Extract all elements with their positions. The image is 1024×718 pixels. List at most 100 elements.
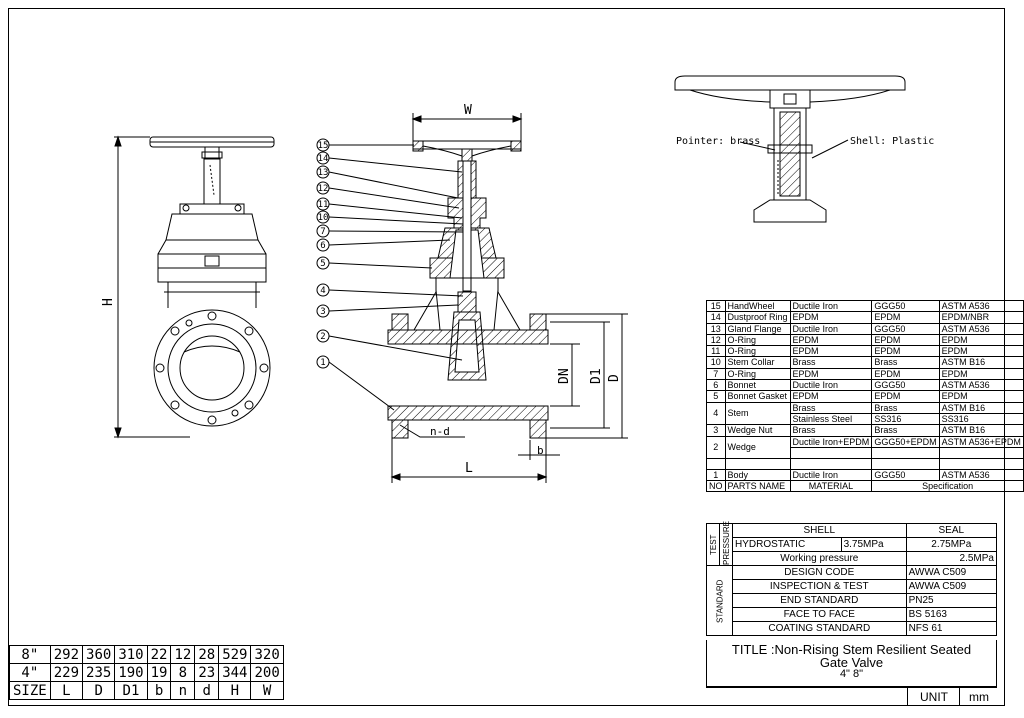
svg-text:12: 12 — [318, 184, 329, 194]
parts-cell: Specification — [871, 480, 1024, 493]
parts-cell: EPDM — [938, 333, 1024, 347]
parts-cell: Bonnet Gasket — [724, 390, 791, 403]
parts-cell: Ductile Iron — [789, 379, 873, 392]
dimension-cell: 23 — [194, 663, 220, 682]
parts-cell: Ductile Iron — [789, 468, 873, 482]
dimension-cell: 4" — [9, 663, 51, 682]
dimension-cell: 310 — [114, 645, 148, 664]
b-label: b — [537, 444, 544, 457]
parts-cell: ASTM A536 — [938, 299, 1024, 313]
parts-cell: 12 — [706, 333, 726, 347]
parts-cell: Brass — [871, 356, 940, 369]
parts-cell: Stainless Steel — [789, 412, 873, 426]
parts-cell: EPDM — [871, 390, 940, 403]
svg-text:10: 10 — [318, 213, 329, 223]
svg-text:13: 13 — [318, 168, 329, 178]
parts-cell: ASTM B16 — [938, 401, 1024, 414]
dimension-cell: 200 — [250, 663, 284, 682]
parts-cell: ASTM A536 — [938, 322, 1024, 335]
svg-text:6: 6 — [320, 241, 325, 251]
dimension-header-cell: b — [146, 681, 172, 700]
dimension-header-cell: n — [170, 681, 196, 700]
shell-label: Shell: Plastic — [850, 136, 934, 147]
std-value: AWWA C509 — [905, 579, 998, 594]
parts-cell: EPDM — [871, 311, 940, 324]
parts-cell: EPDM — [938, 390, 1024, 403]
parts-cell: O-Ring — [724, 333, 791, 347]
parts-cell: Brass — [789, 356, 873, 369]
parts-cell: 5 — [706, 390, 726, 403]
svg-text:2: 2 — [320, 332, 325, 342]
parts-cell: 15 — [706, 299, 726, 313]
svg-text:14: 14 — [318, 154, 329, 164]
front-bonnet — [165, 213, 259, 241]
parts-cell: Ductile Iron — [789, 299, 873, 313]
working-value: 2.5MPa — [905, 551, 998, 566]
std-value: BS 5163 — [905, 607, 998, 622]
parts-cell: Brass — [789, 401, 873, 414]
dimension-header-cell: SIZE — [9, 681, 51, 700]
detail-view — [674, 75, 906, 223]
dimension-cell: 19 — [146, 663, 172, 682]
w-label: W — [464, 103, 472, 118]
dimension-cell: 344 — [218, 663, 252, 682]
hydrostatic-shell: 3.75MPa — [840, 537, 907, 552]
parts-cell: ASTM B16 — [938, 356, 1024, 369]
dimension-cell: 320 — [250, 645, 284, 664]
section-view — [316, 113, 628, 483]
pointer-label: Pointer: brass — [676, 136, 760, 147]
section-handwheel — [412, 140, 522, 150]
parts-cell: 10 — [706, 356, 726, 369]
parts-cell: SS316 — [871, 412, 940, 426]
front-bolt-holes — [155, 311, 269, 425]
parts-cell: EPDM/NBR — [938, 311, 1024, 324]
dimension-cell: 190 — [114, 663, 148, 682]
parts-cell: Brass — [871, 424, 940, 437]
parts-cell: EPDM — [871, 367, 940, 381]
shell-header: SHELL — [732, 523, 907, 538]
title-block: TITLE :Non-Rising Stem Resilient Seated … — [706, 640, 997, 687]
dimension-cell: 8" — [9, 645, 51, 664]
working-label: Working pressure — [732, 551, 907, 566]
parts-cell: GGG50+EPDM — [871, 435, 940, 448]
front-wheel-hub — [204, 146, 220, 160]
balloon-labels: 15 14 13 12 11 10 7 6 5 4 3 2 1 — [318, 141, 329, 368]
dimension-header-cell: L — [49, 681, 84, 700]
detail-base — [753, 199, 827, 223]
title-line: TITLE :Non-Rising Stem Resilient Seated — [731, 642, 972, 657]
parts-cell: Wedge Nut — [724, 424, 791, 437]
parts-cell: 13 — [706, 322, 726, 335]
parts-cell: 2 — [706, 435, 726, 459]
std-name: DESIGN CODE — [732, 565, 907, 580]
parts-cell: 6 — [706, 379, 726, 392]
parts-cell: PARTS NAME — [724, 480, 791, 493]
hydrostatic-seal: 2.75MPa — [905, 537, 998, 552]
parts-cell: 4 — [706, 401, 726, 426]
parts-cell: GGG50 — [871, 299, 940, 313]
parts-cell: ASTM B16 — [938, 424, 1024, 437]
svg-text:11: 11 — [318, 200, 329, 210]
test-label: TEST — [706, 523, 720, 566]
seal-header: SEAL — [905, 523, 998, 538]
parts-cell: EPDM — [789, 390, 873, 403]
svg-text:7: 7 — [320, 227, 325, 237]
parts-cell: GGG50 — [871, 322, 940, 335]
parts-cell: EPDM — [789, 333, 873, 347]
spec-table: TEST PRESSURE SHELL SEAL HYDROSTATIC 3.7… — [706, 521, 998, 636]
dimension-header-cell: H — [218, 681, 252, 700]
parts-cell: 7 — [706, 367, 726, 381]
